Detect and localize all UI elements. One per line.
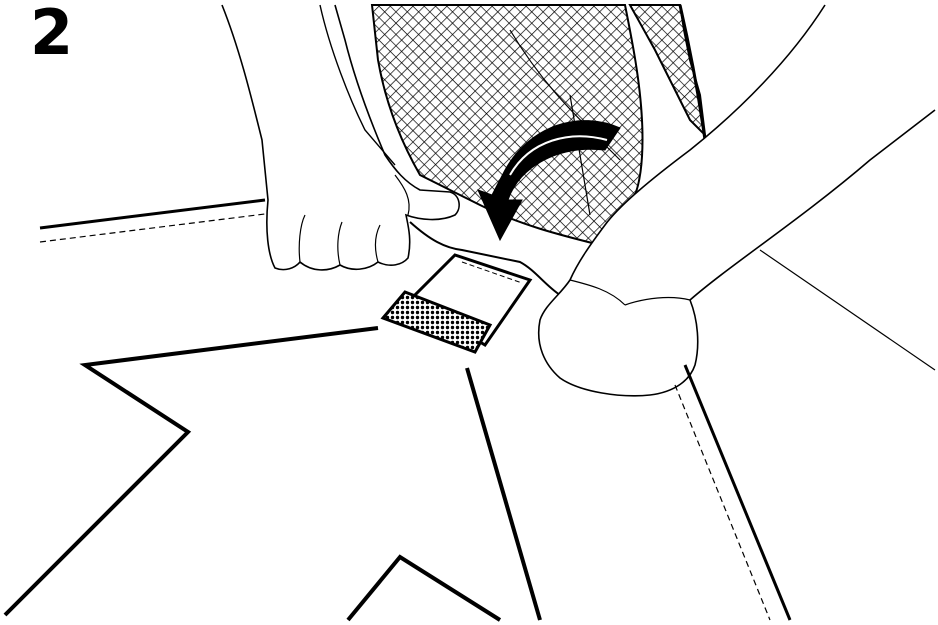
frame-line [760, 250, 935, 370]
star-outline [348, 557, 500, 620]
fabric-edge [40, 200, 265, 228]
fabric-seam [40, 214, 265, 242]
star-outline [5, 328, 378, 615]
star-outline [467, 368, 540, 620]
fabric-seam-right [675, 385, 770, 620]
fabric-edge-right [685, 365, 790, 620]
